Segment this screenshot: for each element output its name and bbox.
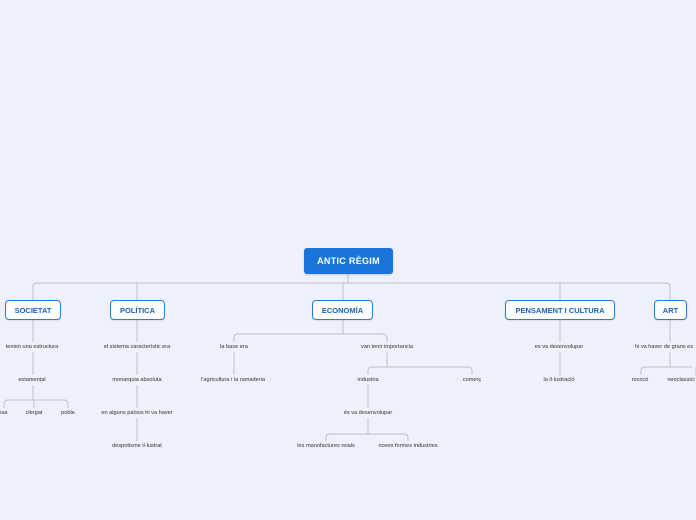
root-node[interactable]: ANTIC RÈGIM: [304, 248, 393, 274]
topic-politica[interactable]: POLÍTICA: [110, 300, 165, 320]
node-es-va-desenvolupar[interactable]: és va desenvolupar: [343, 410, 393, 416]
node-desenvolupar-pensament[interactable]: es va desenvolupar: [534, 344, 584, 350]
node-grans-estils[interactable]: hi va haver de grans es: [634, 344, 694, 350]
node-tenien-estructura[interactable]: tenien una estructura: [5, 344, 59, 350]
node-van-tenir-importancia[interactable]: van tenir importancia: [361, 344, 413, 350]
link-societat: [3, 320, 69, 408]
node-noblesa[interactable]: ssa: [0, 410, 8, 416]
topic-economia[interactable]: ECONOMÍA: [312, 300, 373, 320]
node-base-era[interactable]: la base era: [220, 344, 248, 350]
node-despotisme-illustrat[interactable]: despotisme il·lustrat: [112, 443, 162, 449]
node-comerc[interactable]: comerç: [462, 377, 482, 383]
link-root-bus: [32, 274, 671, 300]
topic-art[interactable]: ART: [654, 300, 687, 320]
node-agricultura-ramaderia[interactable]: l'agricultura i la ramaderia: [201, 377, 265, 383]
node-illustracio[interactable]: la il·lustració: [543, 377, 575, 383]
node-rococo[interactable]: rococó: [631, 377, 649, 383]
node-poble[interactable]: poble: [61, 410, 75, 416]
node-manofactures-reials[interactable]: les manofactures reials: [297, 443, 355, 449]
link-art: [640, 320, 696, 375]
topic-pensament[interactable]: PENSAMENT I CULTURA: [505, 300, 615, 320]
node-monarquia-absoluta[interactable]: monarquia absoluta: [112, 377, 162, 383]
node-industria[interactable]: industria: [357, 377, 379, 383]
node-noves-formes[interactable]: noves formes industries: [378, 443, 438, 449]
topic-societat[interactable]: SOCIETAT: [5, 300, 61, 320]
node-sistema-caracteristic[interactable]: el sistema característic era: [103, 344, 171, 350]
node-neoclassicisme[interactable]: neoclassici: [667, 377, 695, 383]
node-clergat[interactable]: clergat: [25, 410, 43, 416]
node-alguns-paisos[interactable]: en alguns països hi va haver: [101, 410, 173, 416]
node-estamental[interactable]: estamental: [18, 377, 46, 383]
link-economia: [233, 320, 473, 441]
